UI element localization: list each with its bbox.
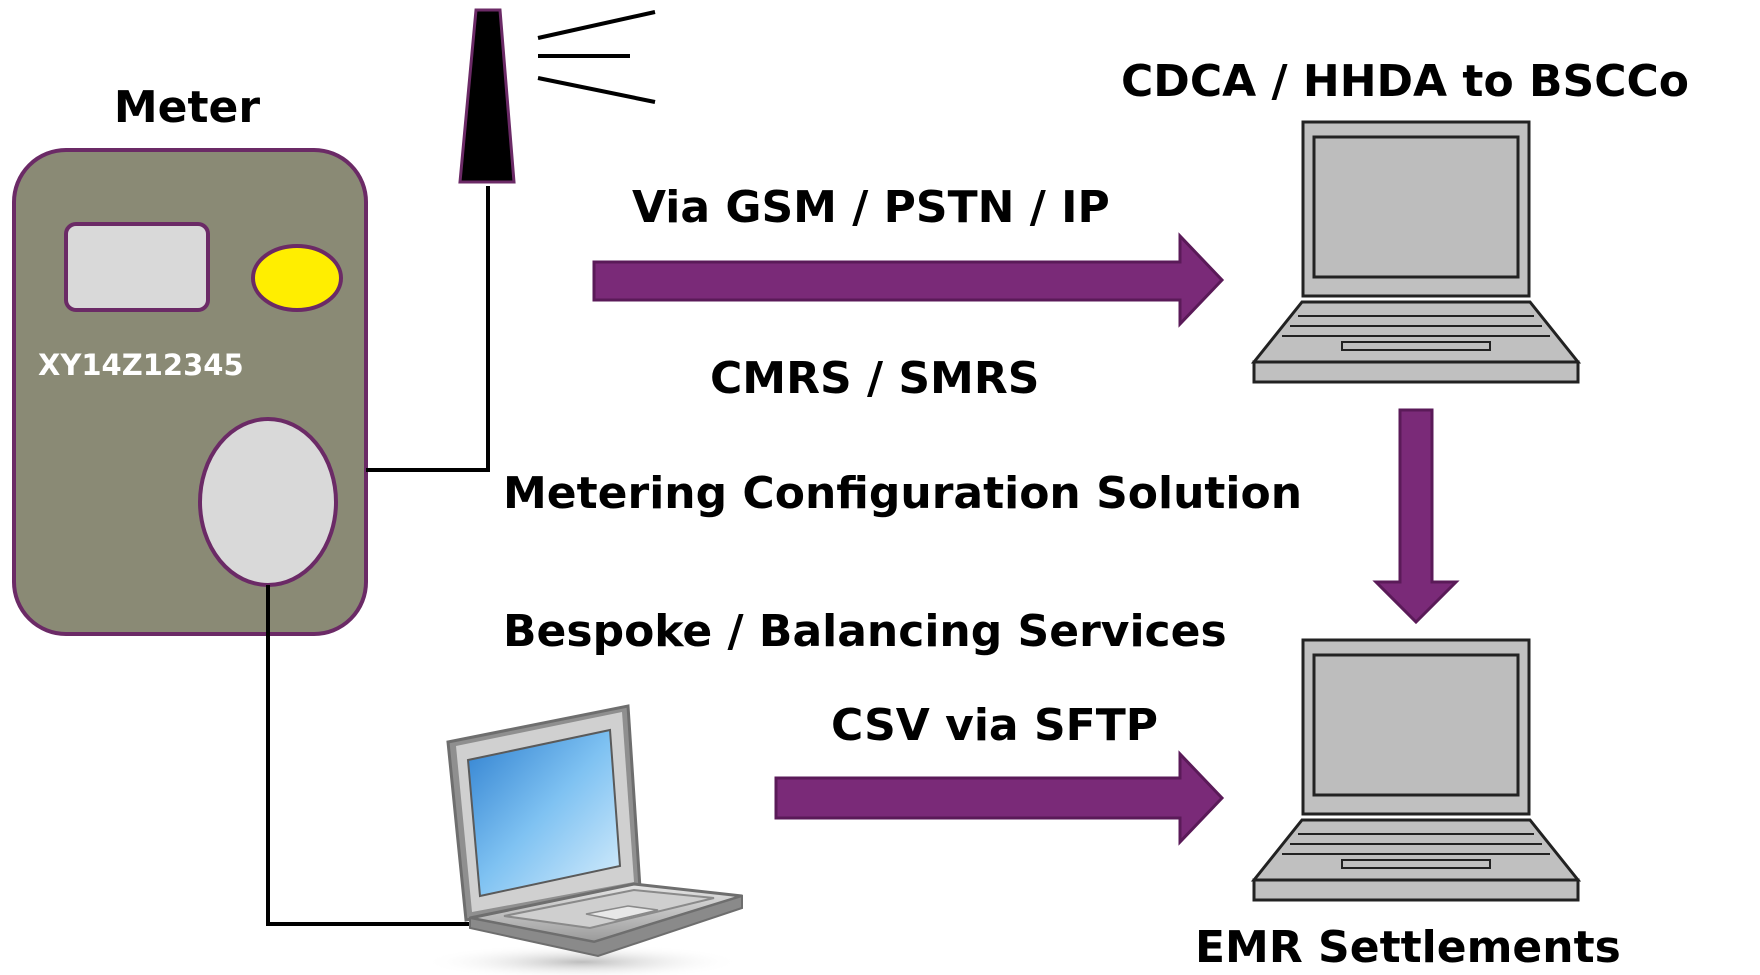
services-label: Bespoke / Balancing Services <box>503 606 1227 657</box>
laptop-cable <box>266 585 492 926</box>
top-arrow <box>592 232 1225 328</box>
antenna-cable <box>366 186 490 472</box>
signal-wave-3 <box>537 76 656 104</box>
down-arrow <box>1372 408 1460 625</box>
meter-serial: XY14Z12345 <box>38 348 244 382</box>
top-arrow-label-below: CMRS / SMRS <box>710 353 1039 404</box>
antenna-icon <box>458 8 656 184</box>
emr-settlements-title: EMR Settlements <box>1195 922 1621 973</box>
meter-display <box>64 222 210 312</box>
meter-title: Meter <box>114 82 261 133</box>
laptop-icon <box>422 704 743 975</box>
bottom-arrow-label: CSV via SFTP <box>831 700 1158 751</box>
meter-optical-port <box>198 417 338 587</box>
meter-device <box>12 148 368 636</box>
solution-label: Metering Configuration Solution <box>503 468 1302 519</box>
bottom-arrow <box>774 750 1225 846</box>
cdca-hhda-title: CDCA / HHDA to BSCCo <box>1121 56 1689 107</box>
cdca-computer-icon <box>1250 120 1582 384</box>
meter-indicator-light <box>251 244 343 312</box>
emr-computer-icon <box>1250 638 1582 902</box>
signal-wave-1 <box>537 10 656 40</box>
top-arrow-label-above: Via GSM / PSTN / IP <box>632 182 1110 233</box>
